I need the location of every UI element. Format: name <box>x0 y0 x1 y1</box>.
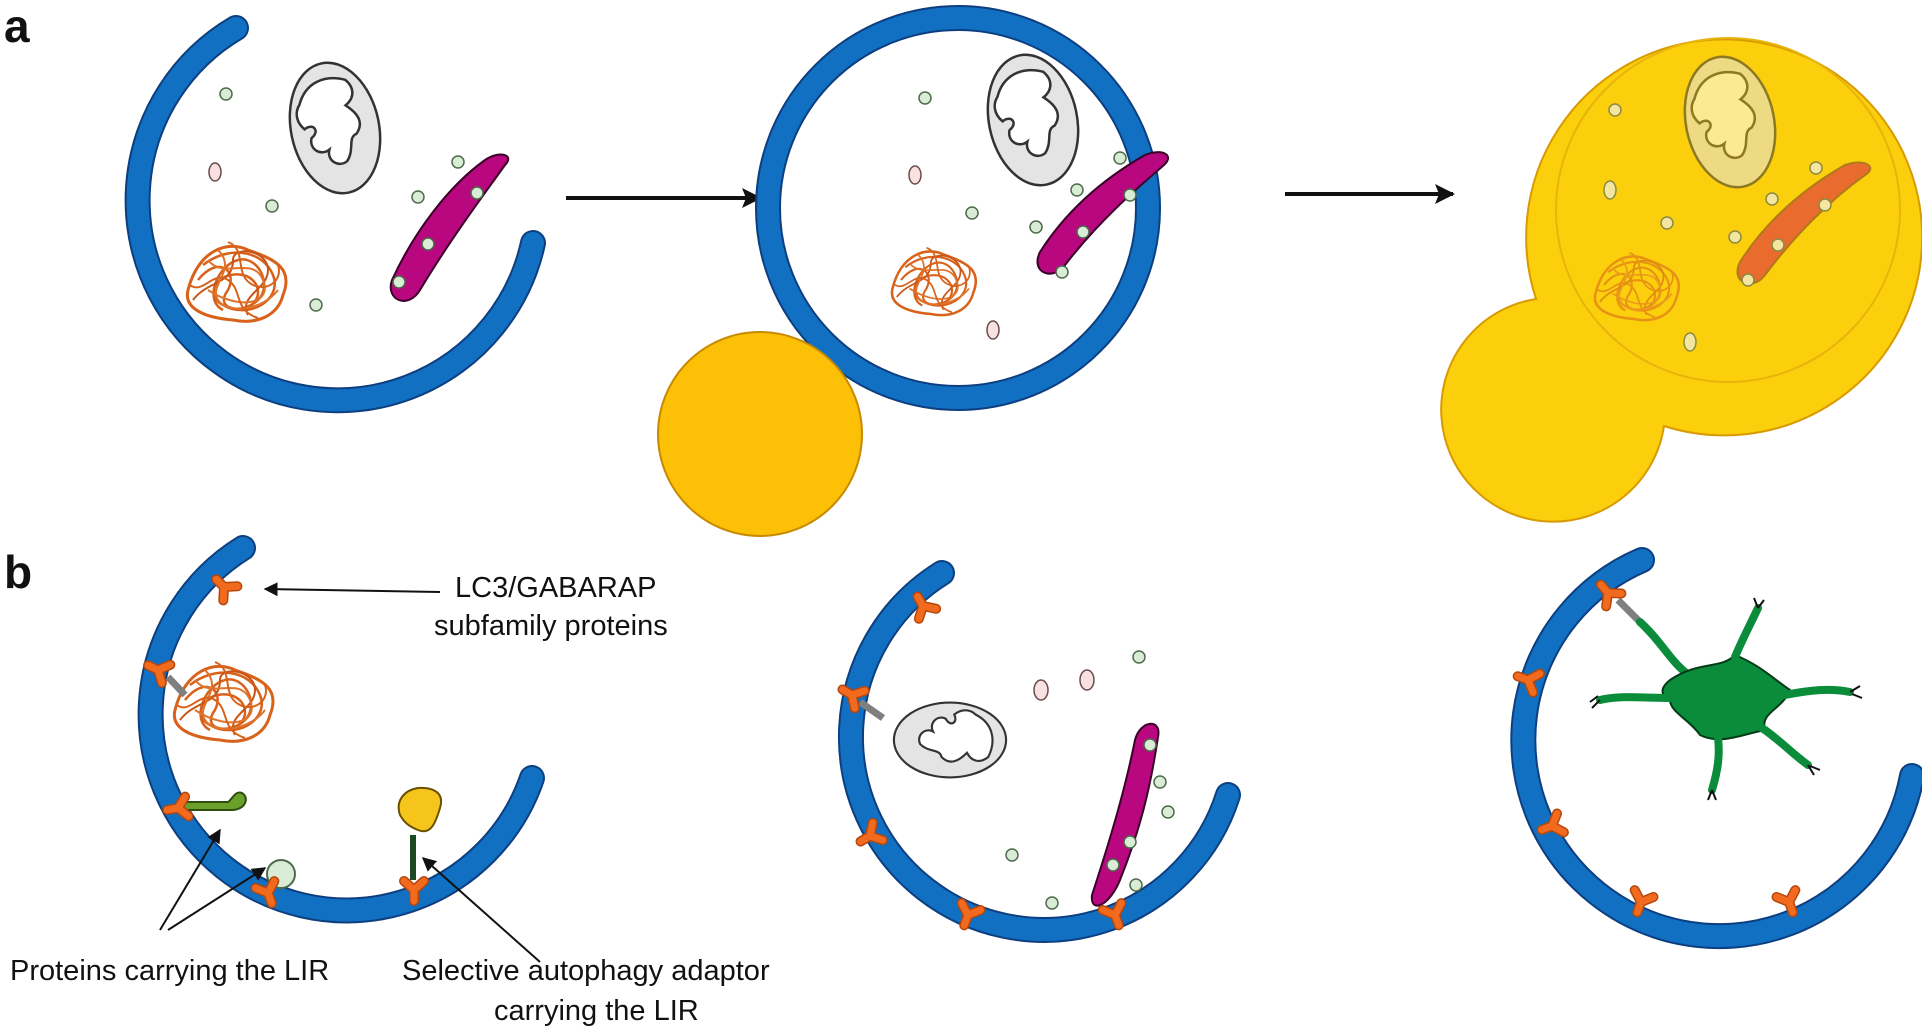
lir-linker <box>858 699 885 721</box>
vesicle <box>392 275 406 289</box>
vesicle <box>1113 151 1127 165</box>
vesicle <box>1161 805 1175 819</box>
vesicle <box>451 155 465 169</box>
vesicle <box>1106 858 1120 872</box>
vesicle <box>965 206 979 220</box>
autolysosome-body <box>1440 38 1922 523</box>
pink-vesicle <box>986 320 1000 340</box>
er-fragment <box>389 153 510 302</box>
autophagosome-stage <box>755 5 1170 411</box>
vesicle <box>1741 273 1755 287</box>
vesicle <box>1129 878 1143 892</box>
vesicle <box>411 190 425 204</box>
vesicle <box>1029 220 1043 234</box>
vesicle <box>1070 183 1084 197</box>
lc3-label-line2: subfamily proteins <box>434 610 668 642</box>
vesicle <box>1765 192 1779 206</box>
lc3-label-line1: LC3/GABARAP <box>455 572 656 604</box>
vesicle <box>1728 230 1742 244</box>
vesicle <box>470 186 484 200</box>
autolysosome-stage <box>1440 37 1922 523</box>
lc3-pointer-arrow <box>263 582 441 597</box>
inner-membrane-remnant <box>1555 37 1901 383</box>
vesicle <box>1809 161 1823 175</box>
vesicle <box>421 237 435 251</box>
vesicle <box>918 91 932 105</box>
vesicle <box>1123 835 1137 849</box>
vesicle <box>1660 216 1674 230</box>
vesicle <box>1055 265 1069 279</box>
protein-aggregate-icon <box>172 660 275 743</box>
lir-pointer-arrow-2 <box>167 867 267 931</box>
pink-vesicle <box>1603 180 1617 200</box>
pink-vesicle <box>1079 669 1095 691</box>
lir-proteins-label: Proteins carrying the LIR <box>10 955 329 987</box>
vesicle <box>1045 896 1059 910</box>
pink-vesicle <box>1683 332 1697 352</box>
adaptor-label-line1: Selective autophagy adaptor <box>402 955 770 987</box>
adaptor-label-line2: carrying the LIR <box>494 995 699 1027</box>
autophagy-adaptor <box>397 786 443 833</box>
lysosome <box>657 331 863 537</box>
vesicle <box>309 298 323 312</box>
vesicle <box>1132 650 1146 664</box>
mitochondrion-icon <box>892 701 1008 779</box>
vesicle <box>1818 198 1832 212</box>
vesicle <box>1153 775 1167 789</box>
lir-protein <box>181 791 247 811</box>
pathogen-tether <box>1636 618 1689 676</box>
vesicle <box>219 87 233 101</box>
xenophagy-stage <box>1514 547 1922 950</box>
mitochondrion-icon <box>276 53 394 203</box>
lir-linker <box>165 674 188 698</box>
vesicle <box>1608 103 1622 117</box>
pink-vesicle <box>1033 679 1049 701</box>
vesicle <box>1123 188 1137 202</box>
lir-pointer-arrow-1 <box>159 828 221 931</box>
phagophore-stage <box>124 15 546 414</box>
adaptor-pointer-arrow <box>421 857 541 963</box>
vesicle <box>1005 848 1019 862</box>
pink-vesicle <box>208 162 222 182</box>
panel-b-label: b <box>4 546 32 598</box>
selective-phagophore-stage <box>837 560 1241 943</box>
protein-aggregate-icon <box>185 240 288 323</box>
degrading-er-fragment <box>1736 161 1872 285</box>
vesicle <box>1771 238 1785 252</box>
lir-linker <box>1615 597 1643 625</box>
vesicle <box>265 199 279 213</box>
vesicle <box>1076 225 1090 239</box>
phagophore-lc3-stage <box>137 535 545 924</box>
pink-vesicle <box>908 165 922 185</box>
er-fragment <box>1036 151 1170 275</box>
panel-a-label: a <box>4 0 30 52</box>
vesicle <box>1143 738 1157 752</box>
